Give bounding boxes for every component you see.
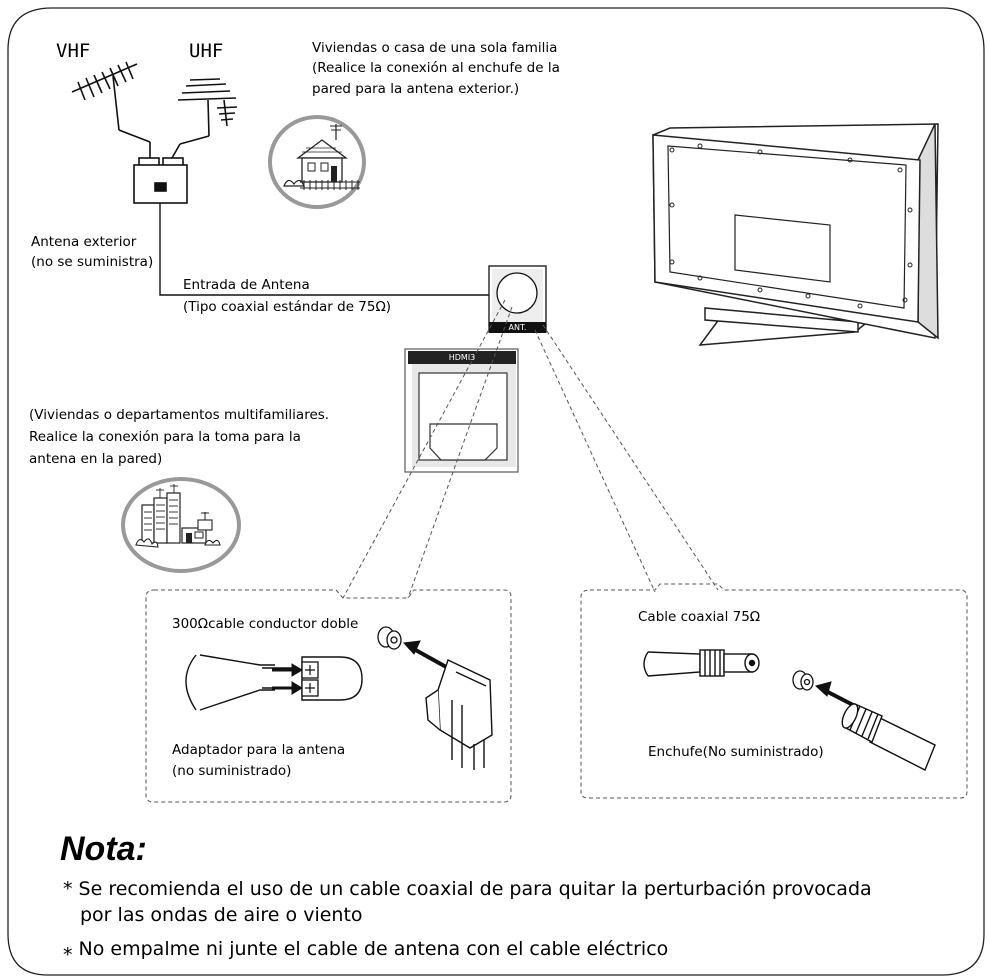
- house-title-line2: (Realice la conexión al enchufe de la: [312, 60, 560, 76]
- note-item-2: ⁎ No empalme ni junte el cable de antena…: [63, 938, 669, 960]
- outdoor-antenna-sublabel: (no se suministra): [31, 254, 154, 270]
- note-title: Nota:: [60, 830, 147, 868]
- plug-adapter-icon: [425, 659, 493, 770]
- adapter-sublabel: (no suministrado): [172, 763, 292, 779]
- tv-rear-view: [652, 123, 939, 346]
- coax-socket-icon: [792, 670, 814, 691]
- multi-family-line1: (Viviendas o departamentos multifamiliar…: [29, 407, 330, 423]
- arrow-icon: [402, 640, 449, 670]
- hdmi-port-label: HDMI3: [448, 353, 476, 362]
- coax-detail-box: [580, 583, 968, 799]
- coax-cable-label: Cable coaxial 75Ω: [638, 609, 761, 625]
- antenna-feed-line: [159, 203, 492, 296]
- house-title-line3: pared para la antena exterior.): [312, 81, 520, 97]
- adapter-detail-box: [145, 589, 512, 803]
- vhf-antenna-icon: [71, 61, 151, 158]
- adapter-label: Adaptador para la antena: [172, 742, 346, 758]
- uhf-label: UHF: [189, 40, 224, 62]
- arrow-icon: [272, 663, 303, 695]
- coax-plug-icon: [841, 703, 936, 771]
- multi-family-line2: Realice la conexión para la toma para la: [29, 429, 301, 445]
- note-item-1-cont: por las ondas de aire o viento: [80, 904, 363, 926]
- house-title-line1: Viviendas o casa de una sola familia: [312, 40, 558, 56]
- twin-lead-label: 300Ωcable conductor doble: [172, 616, 359, 632]
- antenna-adapter-icon: [301, 656, 363, 701]
- twin-lead-cable-icon: [185, 654, 296, 711]
- note-item-1: * Se recomienda el uso de un cable coaxi…: [63, 878, 872, 900]
- antenna-mixer-box: [133, 157, 188, 204]
- page-frame: [7, 7, 985, 976]
- uhf-antenna-icon: [171, 78, 238, 159]
- single-family-house-icon: [268, 115, 366, 209]
- hdmi3-port: [404, 348, 519, 473]
- ant-input-port: [488, 265, 547, 333]
- multi-family-building-icon: [121, 477, 241, 573]
- coax-cable-icon: [643, 649, 760, 677]
- ant-port-label: ANT.: [508, 323, 527, 332]
- antenna-input-sublabel: (Tipo coaxial estándar de 75Ω): [183, 299, 392, 315]
- coax-socket-icon: [377, 626, 402, 650]
- vhf-label: VHF: [56, 40, 91, 62]
- plug-label: Enchufe(No suministrado): [648, 744, 824, 760]
- leader-lines: [342, 299, 719, 599]
- outdoor-antenna-label: Antena exterior: [31, 234, 137, 250]
- antenna-input-label: Entrada de Antena: [183, 277, 310, 293]
- arrow-icon: [814, 681, 856, 708]
- multi-family-line3: antena en la pared): [29, 451, 163, 467]
